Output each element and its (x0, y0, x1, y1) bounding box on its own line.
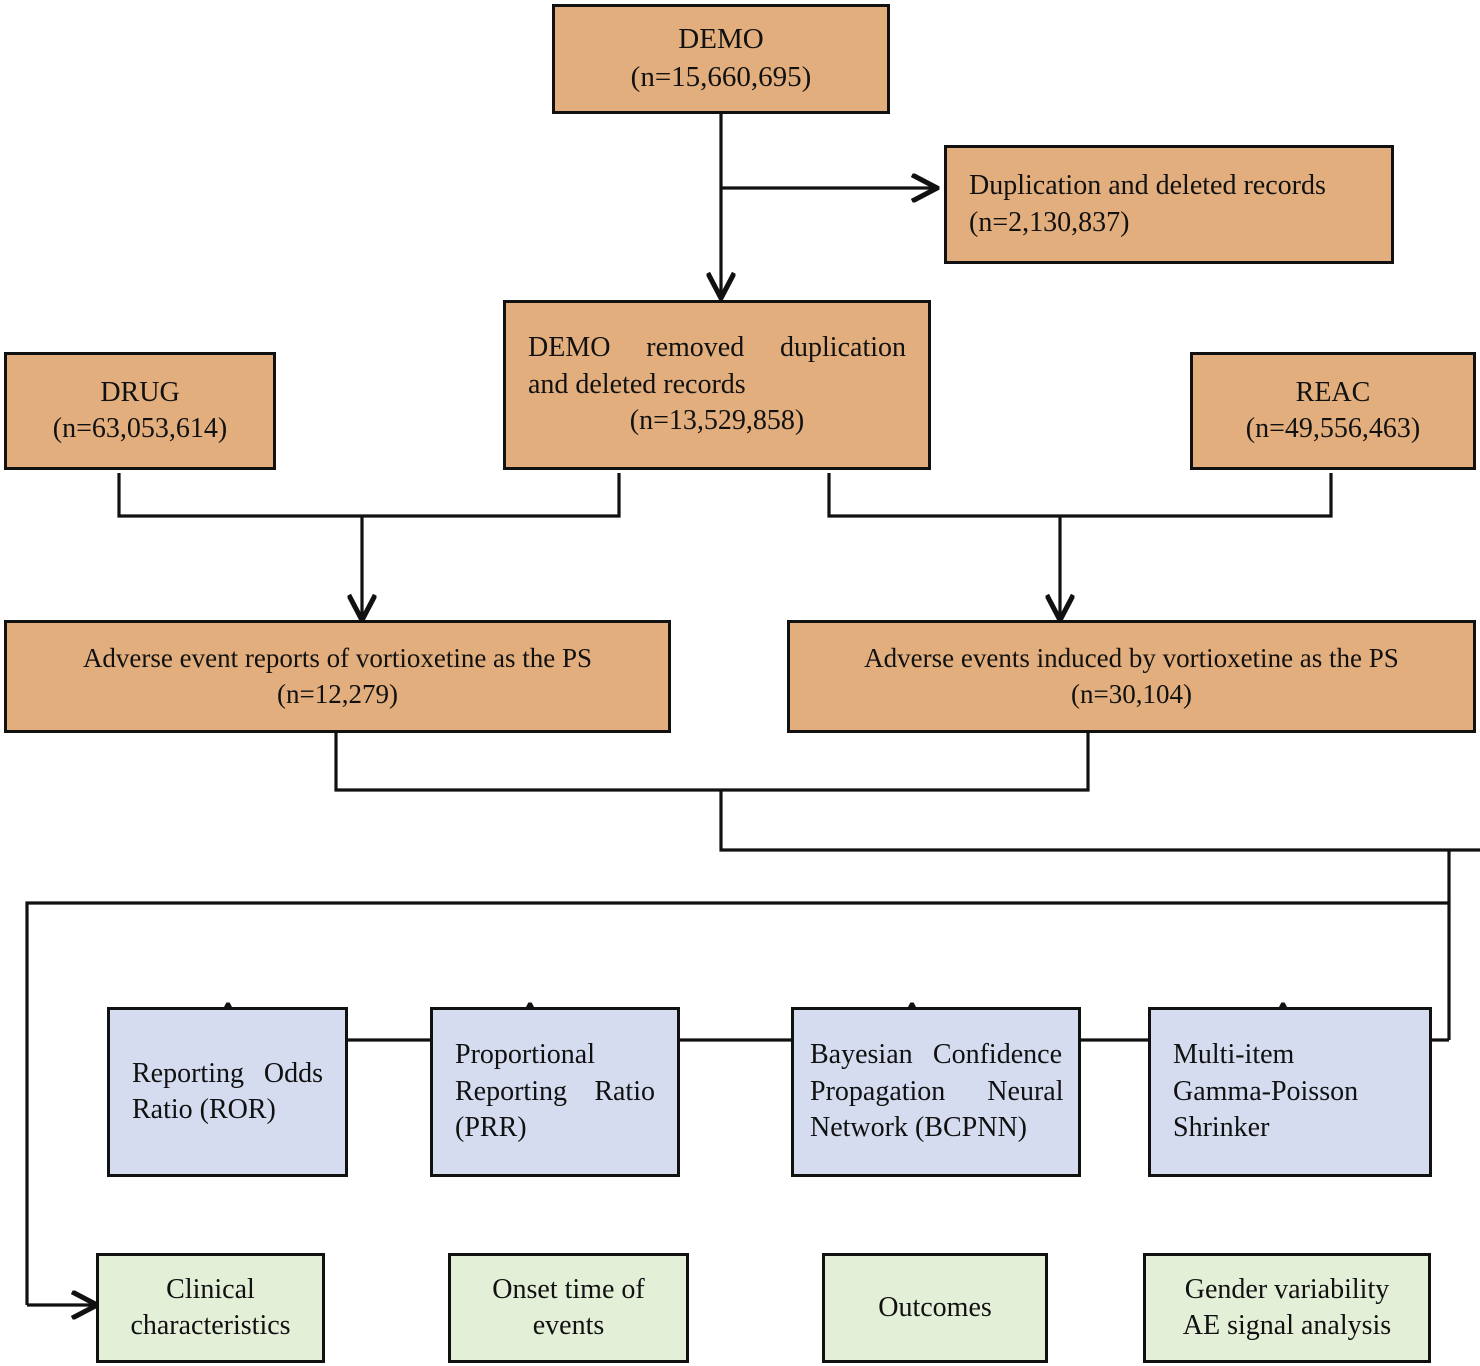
node-outcome-onset-time[interactable]: Onset time of events (448, 1253, 689, 1363)
node-outcome-outcomes[interactable]: Outcomes (822, 1253, 1048, 1363)
node-reac[interactable]: REAC (n=49,556,463) (1190, 352, 1476, 470)
method-bcpnn-line1: Bayesian Confidence (810, 1039, 1062, 1071)
method-mgps-line2: Gamma-Poisson (1173, 1075, 1359, 1107)
edge-reac-demo-merge (827, 473, 1333, 518)
method-ror-line1: Reporting Odds (132, 1057, 323, 1089)
node-duplication-title: Duplication and deleted records (969, 170, 1326, 202)
method-mgps-line1: Multi-item (1173, 1039, 1295, 1071)
node-ae-induced-count: (n=30,104) (1071, 678, 1192, 709)
node-method-bcpnn[interactable]: Bayesian Confidence Propagation Neural N… (791, 1007, 1081, 1177)
node-demo-removed[interactable]: DEMO removed duplication and deleted rec… (503, 300, 931, 470)
method-mgps-line3: Shrinker (1173, 1112, 1270, 1144)
node-outcome-clinical-characteristics[interactable]: Clinical characteristics (96, 1253, 325, 1363)
node-ae-reports-title: Adverse event reports of vortioxetine as… (82, 643, 593, 674)
outcome-clinical-line2: characteristics (130, 1310, 291, 1341)
node-duplication[interactable]: Duplication and deleted records (n=2,130… (944, 145, 1394, 264)
node-demo-removed-line1: DEMO removed duplication (528, 332, 906, 364)
node-demo-removed-count: (n=13,529,858) (629, 405, 805, 437)
node-demo-title: DEMO (678, 23, 764, 56)
outcome-gender-line2: AE signal analysis (1182, 1310, 1392, 1341)
edge-drug-demo-merge (117, 473, 621, 518)
method-ror-line2: Ratio (ROR) (132, 1094, 276, 1125)
node-outcome-gender-variability[interactable]: Gender variability AE signal analysis (1143, 1253, 1431, 1363)
method-bcpnn-line2: Propagation Neural (810, 1075, 1064, 1107)
outcome-onset-line2: events (532, 1310, 605, 1341)
outcome-clinical-line1: Clinical (166, 1273, 255, 1305)
node-duplication-count: (n=2,130,837) (969, 206, 1130, 238)
node-drug-title: DRUG (100, 376, 180, 408)
node-reac-count: (n=49,556,463) (1245, 413, 1421, 444)
outcome-outcomes-line1: Outcomes (878, 1291, 992, 1323)
node-reac-title: REAC (1295, 376, 1371, 408)
node-demo-removed-line2: and deleted records (528, 368, 746, 400)
node-ae-induced-title: Adverse events induced by vortioxetine a… (864, 643, 1399, 674)
method-bcpnn-line3: Network (BCPNN) (810, 1112, 1027, 1144)
outcome-onset-line1: Onset time of (492, 1273, 645, 1305)
method-prr-line3: (PRR) (455, 1112, 527, 1144)
node-method-prr[interactable]: Proportional Reporting Ratio (PRR) (430, 1007, 680, 1177)
edge-ae-boxes-merge (334, 733, 1090, 792)
edge-trunk-to-right-bus-upper (719, 790, 1480, 852)
node-ae-reports-count: (n=12,279) (277, 678, 398, 709)
outcome-gender-line1: Gender variability (1184, 1273, 1390, 1305)
node-demo[interactable]: DEMO (n=15,660,695) (552, 4, 890, 114)
method-prr-line1: Proportional (455, 1039, 595, 1071)
node-demo-count: (n=15,660,695) (630, 61, 812, 93)
node-ae-induced[interactable]: Adverse events induced by vortioxetine a… (787, 620, 1476, 733)
node-method-ror[interactable]: Reporting Odds Ratio (ROR) (107, 1007, 348, 1177)
method-prr-line2: Reporting Ratio (455, 1075, 655, 1107)
node-drug-count: (n=63,053,614) (52, 413, 228, 444)
node-method-mgps[interactable]: Multi-item Gamma-Poisson Shrinker (1148, 1007, 1432, 1177)
node-drug[interactable]: DRUG (n=63,053,614) (4, 352, 276, 470)
node-ae-reports[interactable]: Adverse event reports of vortioxetine as… (4, 620, 671, 733)
